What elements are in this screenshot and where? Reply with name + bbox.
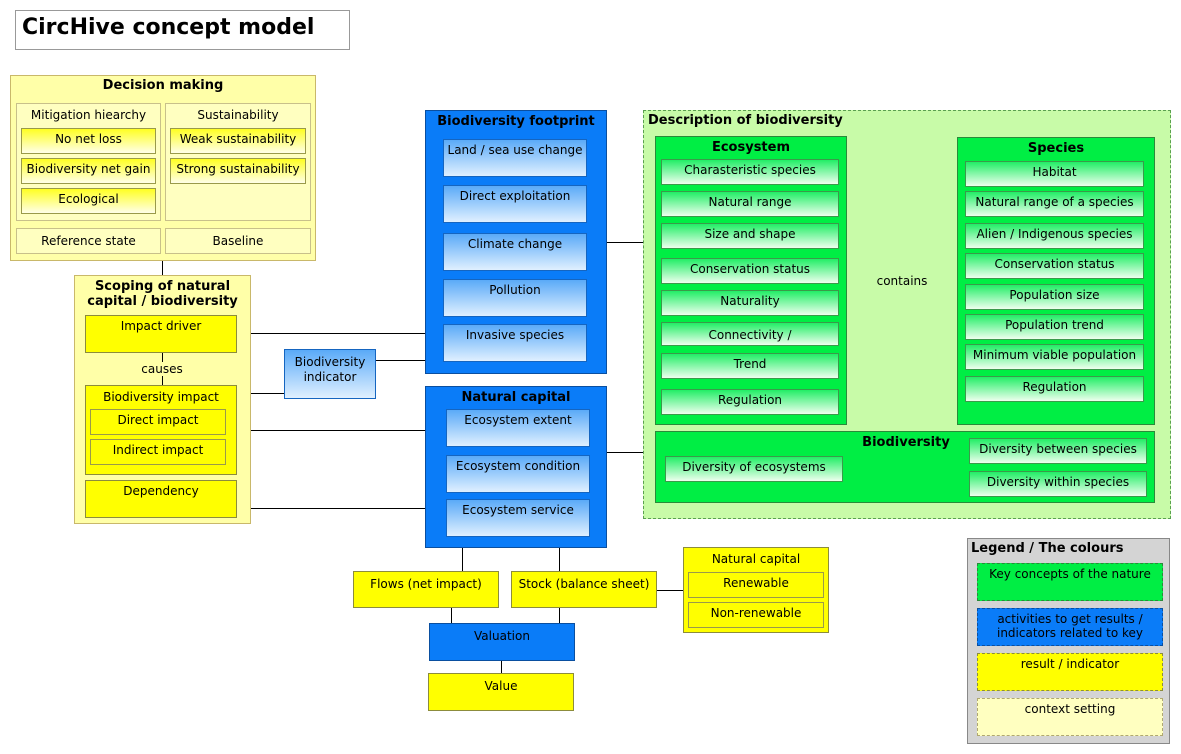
- natural-range-box: Natural range: [661, 191, 839, 217]
- reference-state-box: Reference state: [16, 228, 161, 254]
- connector-line: [162, 260, 163, 276]
- scoping-title-line1: Scoping of natural: [94, 279, 231, 294]
- biodiversity-footprint-title: Biodiversity footprint: [437, 114, 595, 129]
- connector-line: [559, 607, 560, 624]
- valuation-box: Valuation: [429, 623, 575, 661]
- connector-line: [606, 242, 644, 243]
- size-and-shape-box: Size and shape: [661, 223, 839, 249]
- pollution-box: Pollution: [443, 279, 587, 317]
- connector-line: [606, 452, 656, 453]
- indirect-impact-box: Indirect impact: [90, 439, 226, 465]
- direct-exploitation-box: Direct exploitation: [443, 185, 587, 223]
- legend-result-indicator: result / indicator: [977, 653, 1163, 691]
- minimum-viable-population-box: Minimum viable population: [965, 344, 1144, 370]
- biodiversity-indicator-box: Biodiversity indicator: [284, 349, 376, 399]
- invasive-species-box: Invasive species: [443, 324, 587, 362]
- description-of-biodiversity-title: Description of biodiversity: [648, 113, 843, 128]
- alien-indigenous-species-box: Alien / Indigenous species: [965, 223, 1144, 249]
- connector-line: [236, 333, 426, 334]
- trend-box: Trend: [661, 353, 839, 379]
- ecological-box: Ecological: [21, 188, 156, 214]
- connectivity-box: Connectivity /: [661, 322, 839, 346]
- natural-capital-title: Natural capital: [461, 390, 571, 405]
- diversity-within-species-box: Diversity within species: [969, 471, 1147, 497]
- natural-capital-types-title: Natural capital: [711, 552, 801, 566]
- natural-range-of-species-box: Natural range of a species: [965, 191, 1144, 217]
- impact-driver-box: Impact driver: [85, 315, 237, 353]
- habitat-box: Habitat: [965, 161, 1144, 187]
- species-regulation-box: Regulation: [965, 376, 1144, 402]
- population-size-box: Population size: [965, 284, 1144, 310]
- ecosystem-service-box: Ecosystem service: [446, 499, 590, 537]
- causes-label: causes: [135, 362, 189, 376]
- value-box: Value: [428, 673, 574, 711]
- connector-line: [375, 360, 426, 361]
- scoping-title-line2: capital / biodiversity: [87, 294, 238, 309]
- dependency-box: Dependency: [85, 480, 237, 518]
- legend-key-concepts: Key concepts of the nature: [977, 563, 1163, 601]
- diversity-of-ecosystems-box: Diversity of ecosystems: [665, 456, 843, 482]
- ecosystem-title: Ecosystem: [711, 140, 791, 155]
- legend-context-setting: context setting: [977, 698, 1163, 736]
- legend-title: Legend / The colours: [971, 541, 1124, 556]
- population-trend-box: Population trend: [965, 314, 1144, 340]
- ecosystem-regulation-box: Regulation: [661, 389, 839, 415]
- strong-sustainability-box: Strong sustainability: [170, 158, 306, 184]
- naturality-box: Naturality: [661, 290, 839, 316]
- connector-line: [236, 393, 285, 394]
- connector-line: [657, 590, 684, 591]
- connector-line: [559, 547, 560, 571]
- baseline-box: Baseline: [165, 228, 311, 254]
- legend-activities: activities to get results / indicators r…: [977, 608, 1163, 646]
- sustainability-title: Sustainability: [197, 108, 279, 122]
- ecosystem-extent-box: Ecosystem extent: [446, 409, 590, 447]
- biodiversity-indicator-line2: indicator: [303, 370, 357, 384]
- biodiversity-net-gain-box: Biodiversity net gain: [21, 158, 156, 184]
- biodiversity-indicator-line1: Biodiversity: [294, 355, 366, 369]
- decision-making-title: Decision making: [102, 78, 224, 93]
- connector-line: [236, 430, 426, 431]
- weak-sustainability-box: Weak sustainability: [170, 128, 306, 154]
- no-net-loss-box: No net loss: [21, 128, 156, 154]
- renewable-box: Renewable: [688, 572, 824, 598]
- page-title: CircHive concept model: [15, 10, 350, 50]
- climate-change-box: Climate change: [443, 233, 587, 271]
- stock-box: Stock (balance sheet): [511, 571, 657, 608]
- diversity-between-species-box: Diversity between species: [969, 438, 1147, 464]
- connector-line: [451, 607, 452, 624]
- connector-line: [236, 508, 446, 509]
- biodiversity-title: Biodiversity: [862, 435, 950, 450]
- connector-line: [501, 660, 502, 674]
- non-renewable-box: Non-renewable: [688, 602, 824, 628]
- species-title: Species: [1027, 141, 1085, 156]
- land-sea-use-change-box: Land / sea use change: [443, 139, 587, 177]
- ecosystem-conservation-status-box: Conservation status: [661, 258, 839, 284]
- species-conservation-status-box: Conservation status: [965, 253, 1144, 279]
- connector-line: [462, 547, 463, 571]
- ecosystem-condition-box: Ecosystem condition: [446, 455, 590, 493]
- biodiversity-impact-title: Biodiversity impact: [103, 390, 219, 404]
- characteristic-species-box: Charasteristic species: [661, 159, 839, 185]
- contains-label: contains: [874, 274, 930, 288]
- flows-box: Flows (net impact): [353, 571, 499, 608]
- direct-impact-box: Direct impact: [90, 409, 226, 435]
- mitigation-hierarchy-title: Mitigation hiearchy: [30, 108, 147, 122]
